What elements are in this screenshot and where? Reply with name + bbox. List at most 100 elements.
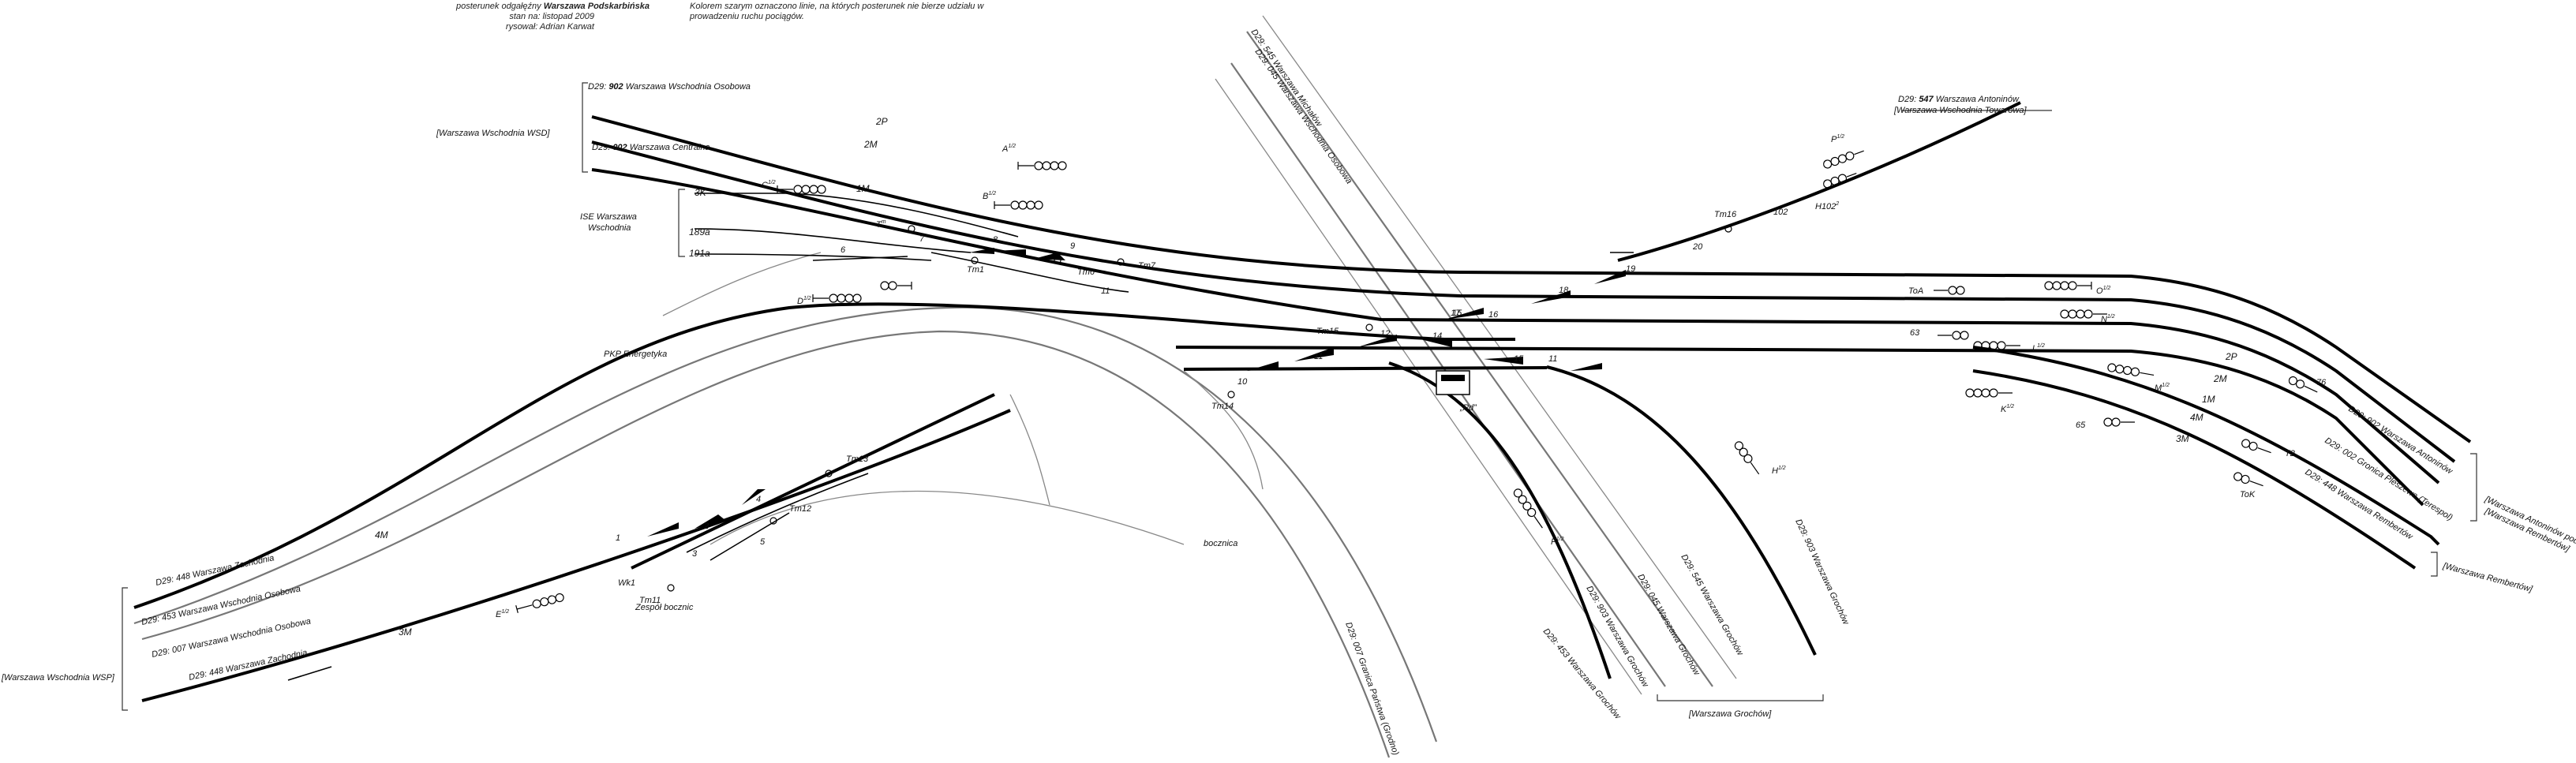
header-title: posterunek odgałęźny Warszawa Podskarbiń… <box>455 2 650 11</box>
signal-M <box>2107 363 2155 376</box>
brackets <box>122 82 2477 711</box>
track-label-1M: 1M <box>856 183 870 194</box>
signal-label-D: D1/2 <box>797 296 811 306</box>
signal-label-K: K1/2 <box>2001 404 2014 414</box>
signal-label-ToA: ToA <box>1908 286 1923 296</box>
track-label-3M: 3M <box>399 626 412 638</box>
track-547 <box>1617 101 2021 262</box>
switch-14 <box>1421 339 1452 347</box>
signal-label-L: L1/2 <box>2032 343 2045 353</box>
label-545-top: D29: 545 Warszawa Michałów <box>1249 28 1324 129</box>
switch-num-15b: 15 <box>1452 309 1462 318</box>
signal-label-Tm7: Tm7 <box>1138 261 1156 271</box>
label-903-c: D29: 903 Warszawa Grochów <box>1793 518 1851 626</box>
signal-label-T: Tm <box>876 219 886 230</box>
labels-bottom-left: D29: 448 Warszawa Zachodnia D29: 453 War… <box>1 539 1237 683</box>
switch-num-17: 17 <box>1451 309 1461 318</box>
track-left-low <box>1183 366 1548 371</box>
track-label-2M: 2M <box>863 139 878 150</box>
signal-label-ToK: ToK <box>2240 490 2256 499</box>
labels-top-left: D29: 902 Warszawa Wschodnia Osobowa D29:… <box>436 82 751 359</box>
switch-numbers: 1 2 3 4 5 6 7 8 9 10 11 11 12 14 15 15 1… <box>616 208 2327 559</box>
switch-8 <box>994 249 1026 257</box>
label-547-sub: [Warszawa Wschodnia Towarowa] <box>1893 106 2027 115</box>
switch-num-76: 76 <box>2316 378 2327 387</box>
grey-line-bocznica <box>710 490 1185 545</box>
header-date: stan na: listopad 2009 <box>509 12 594 21</box>
switch-num-65: 65 <box>2076 421 2086 430</box>
track-4M <box>133 302 1515 609</box>
signal-C <box>777 185 826 194</box>
grey-line-zespol <box>1009 394 1050 506</box>
siding-189a <box>694 228 972 253</box>
switch-num-102: 102 <box>1773 208 1788 217</box>
signal-O <box>2044 281 2092 290</box>
signal-L <box>1973 341 2020 350</box>
signal-ToK <box>2233 472 2263 487</box>
signal-tm-group <box>667 225 1732 592</box>
track-label-r2P: 2P <box>2225 351 2237 362</box>
switch-17 <box>1444 308 1484 320</box>
label-wsd-group: [Warszawa Wschodnia WSD] <box>436 129 550 138</box>
signal-63 <box>1938 331 1969 340</box>
main-tracks <box>133 101 2472 702</box>
signal-label-O: O1/2 <box>2096 286 2110 296</box>
switch-num-1: 1 <box>616 533 620 543</box>
track-label-4M: 4M <box>375 529 388 540</box>
header-block: posterunek odgałęźny Warszawa Podskarbiń… <box>436 2 650 32</box>
siding-tm12 <box>710 512 790 561</box>
track-label-189a: 189a <box>689 226 710 238</box>
track-1M <box>591 168 2440 484</box>
signal-label-Tm15: Tm15 <box>1316 327 1339 336</box>
sidings <box>287 193 1634 681</box>
signal-label-N: N1/2 <box>2101 314 2115 324</box>
bracket-ise <box>678 189 685 257</box>
signal-label-Tm1: Tm1 <box>967 265 984 275</box>
signal-F <box>1513 488 1543 529</box>
track-3M <box>141 409 1011 702</box>
switch-num-3: 3 <box>692 549 698 559</box>
signal-H102 <box>1823 173 1857 189</box>
grey-line-545 <box>1246 31 1713 687</box>
track-3M-b <box>631 393 995 570</box>
siding-pkp <box>812 256 908 261</box>
note-line-1: Kolorem szarym oznaczono linie, na który… <box>690 2 984 11</box>
track-label-191a: 191a <box>689 248 710 259</box>
signal-label-P: P1/2 <box>1831 134 1844 144</box>
bracket-grochow <box>1657 694 1824 701</box>
signal-label-E: E1/2 <box>496 609 509 619</box>
signal-H <box>1734 441 1760 475</box>
switch-markers <box>647 248 1626 537</box>
switch-num-15a: 15 <box>1514 354 1524 364</box>
switch-num-10: 10 <box>1237 377 1248 387</box>
switch-num-5: 5 <box>760 537 766 547</box>
signal-label-11: 11 <box>1101 286 1110 296</box>
track-label-3K: 3K <box>695 187 707 198</box>
label-453-b: D29: 453 Warszawa Grochów <box>1541 626 1623 721</box>
switch-10 <box>1247 361 1279 371</box>
switch-num-19: 19 <box>1626 264 1635 274</box>
signal-D <box>812 294 862 303</box>
switch-12 <box>1357 335 1397 347</box>
switch-num-9: 9 <box>1070 241 1075 251</box>
label-ise-2: Wschodnia <box>588 223 631 233</box>
signal-label-Tm11: Tm11 <box>639 596 661 605</box>
track-label-2P: 2P <box>875 116 888 127</box>
siding-3K <box>695 193 1019 238</box>
switch-19 <box>1594 270 1626 284</box>
track-903 <box>1388 361 1612 679</box>
label-bocznica: bocznica <box>1204 539 1237 548</box>
switch-num-8: 8 <box>993 235 998 245</box>
signal-65 <box>2103 417 2135 427</box>
signal-label-B: B1/2 <box>983 191 996 201</box>
switch-num-11b: 11 <box>1548 354 1557 364</box>
grey-line-diag-b <box>1215 78 1642 695</box>
label-grochow-group: [Warszawa Grochów] <box>1688 709 1772 719</box>
switch-15 <box>1484 357 1523 365</box>
label-045-b: D29: 045 Warszawa Grochów <box>1635 573 1702 678</box>
signal-label-C: C1/2 <box>762 180 776 190</box>
siding-191a <box>694 253 932 261</box>
labels-bottom-right: D29: 902 Warszawa Antoninów D29: 002 Gro… <box>2303 404 2576 594</box>
switch-num-18: 18 <box>1559 286 1569 295</box>
signal-N <box>2060 309 2107 319</box>
